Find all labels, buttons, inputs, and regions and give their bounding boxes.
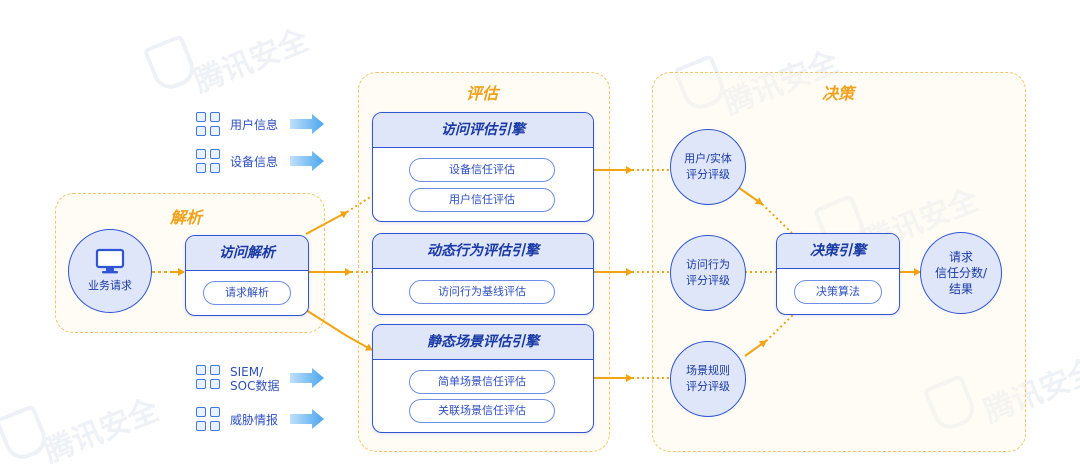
result-node: 请求 信任分数/ 结果 (920, 232, 1002, 314)
request-parse-pill: 请求解析 (203, 281, 291, 305)
access-behavior-rating-node: 访问行为 评分评级 (670, 235, 746, 311)
rating-label: 用户/实体 评分评级 (684, 152, 732, 181)
decision-engine-box: 决策引擎 (776, 233, 900, 315)
input-label: 威胁情报 (230, 413, 279, 427)
grid-icon (196, 407, 222, 433)
flow-arrow (346, 335, 373, 351)
grid-icon (196, 365, 222, 391)
parse-region-label: 解析 (170, 208, 203, 227)
engine-item-pill: 简单场景信任评估 (409, 370, 555, 394)
business-request-label: 业务请求 (88, 279, 132, 292)
input-item-siem-soc: SIEM/ SOC数据 (196, 365, 286, 393)
decision-engine-title: 决策引擎 (777, 234, 899, 269)
input-item-threat-intel: 威胁情报 (196, 407, 286, 433)
input-label: 设备信息 (230, 155, 279, 169)
engine-title: 静态场景评估引擎 (373, 325, 593, 360)
flow-arrow (346, 195, 373, 213)
flow-arrow (305, 309, 348, 337)
flow-arrow (765, 313, 795, 342)
input-label: 用户信息 (230, 118, 279, 132)
input-flow-arrow (290, 409, 324, 429)
flow-arrow (744, 340, 767, 357)
input-flow-arrow (290, 368, 324, 388)
engine-item-pill: 用户信任评估 (409, 188, 555, 212)
business-request-node: 业务请求 (68, 229, 152, 313)
user-entity-rating-node: 用户/实体 评分评级 (670, 129, 746, 205)
rating-label: 场景规则 评分评级 (686, 364, 730, 393)
input-item-user-info: 用户信息 (196, 112, 286, 138)
engine-title: 访问评估引擎 (373, 113, 593, 148)
input-flow-arrow (290, 114, 324, 134)
engine-item-pill: 访问行为基线评估 (409, 280, 555, 304)
evaluate-region-label: 评估 (466, 84, 499, 103)
input-flow-arrow (290, 151, 324, 171)
decision-algorithm-pill: 决策算法 (794, 280, 882, 304)
grid-icon (196, 112, 222, 138)
flow-arrow (761, 203, 793, 234)
decision-region-label: 决策 (822, 84, 855, 103)
input-label: SIEM/ SOC数据 (230, 365, 280, 393)
flow-arrow (305, 211, 348, 235)
input-item-device-info: 设备信息 (196, 149, 286, 175)
engine-item-pill: 设备信任评估 (409, 158, 555, 182)
rating-label: 访问行为 评分评级 (686, 258, 730, 287)
engine-title: 动态行为评估引擎 (373, 234, 593, 269)
access-parse-title: 访问解析 (186, 236, 308, 271)
engine-item-pill: 关联场景信任评估 (409, 399, 555, 423)
result-label: 请求 信任分数/ 结果 (934, 250, 988, 296)
monitor-icon (95, 248, 125, 274)
grid-icon (196, 149, 222, 175)
dynamic-behavior-engine: 动态行为评估引擎 (372, 233, 594, 315)
scene-rule-rating-node: 场景规则 评分评级 (670, 341, 746, 417)
